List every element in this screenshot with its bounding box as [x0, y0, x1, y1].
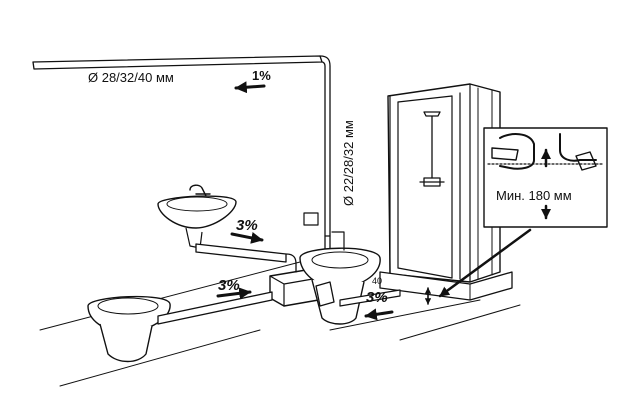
slope-shower-label: 3% — [366, 289, 388, 306]
slope-toilet-label: 3% — [218, 277, 240, 294]
min-height-label: Мин. 180 мм — [496, 188, 572, 203]
main-horizontal-pipe — [32, 55, 331, 237]
slope-sink-label: 3% — [236, 217, 258, 234]
small-label: 40 — [372, 276, 382, 286]
riser-pipe-label: Ø 22/28/32 мм — [341, 120, 356, 206]
slope-arrow-icon — [364, 308, 394, 321]
slope-arrow-icon — [234, 81, 266, 94]
slope-main-label: 1% — [252, 68, 271, 83]
wash-basin — [157, 184, 287, 263]
inset-leader-line — [438, 228, 532, 298]
slope-arrow-icon — [216, 287, 252, 300]
shower-drain-pipe — [339, 289, 401, 307]
slope-arrow-icon — [230, 231, 264, 244]
main-pipe-label: Ø 28/32/40 мм — [88, 70, 174, 85]
toilet-left — [87, 291, 273, 363]
shower-cabin — [379, 83, 513, 301]
floor-lines — [39, 261, 521, 387]
toilet-main — [299, 231, 381, 325]
wall-socket — [303, 212, 319, 226]
